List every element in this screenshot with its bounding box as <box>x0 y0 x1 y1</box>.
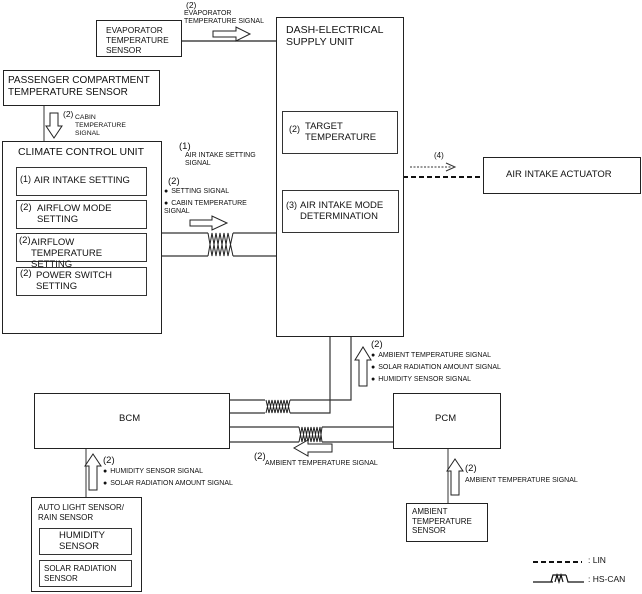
legend-hscan-symbol <box>533 572 584 585</box>
alight-signal-num: (2) <box>103 455 115 466</box>
legend-hscan-label: : HS-CAN <box>588 574 626 584</box>
evap-signal-arrow <box>212 26 252 42</box>
ambient-signal-arrow <box>446 458 464 496</box>
dash-bcm-wire-a <box>230 336 352 401</box>
dash-title: DASH-ELECTRICAL SUPPLY UNIT <box>286 24 384 49</box>
pcm-bcm-signal-num: (2) <box>254 451 266 462</box>
dash-bcm-bullet-ambient: AMBIENT TEMPERATURE SIGNAL <box>371 352 491 360</box>
humidity-sensor: HUMIDITY SENSOR <box>39 528 132 555</box>
bcm: BCM <box>34 393 230 449</box>
alight-signal-arrow <box>84 453 102 491</box>
dash-bcm-wire-b <box>230 336 331 414</box>
cabin-signal-arrow <box>45 112 63 139</box>
pcm-label: PCM <box>435 413 457 424</box>
cabin-signal-num: (2) <box>63 109 74 119</box>
dash-bcm-twist <box>265 399 291 414</box>
ccu-item-airflow-temperature: (2) AIRFLOW TEMPERATURE SETTING <box>16 233 147 270</box>
ccu-signal-bullet-setting: SETTING SIGNAL <box>164 188 229 196</box>
dash-bcm-signal-arrow <box>354 346 372 387</box>
ccu-dash-twist <box>207 232 234 257</box>
cabin-signal-label: CABIN TEMPERATURE SIGNAL <box>75 114 126 138</box>
dash-item-air-intake-mode: (3) AIR INTAKE MODE DETERMINATION <box>282 190 399 233</box>
ccu-item-air-intake: (1) AIR INTAKE SETTING <box>16 167 147 196</box>
ambient-signal-label: AMBIENT TEMPERATURE SIGNAL <box>465 477 578 484</box>
dash-bcm-bullet-humidity: HUMIDITY SENSOR SIGNAL <box>371 376 471 384</box>
alight-bullet-solar: SOLAR RADIATION AMOUNT SIGNAL <box>103 480 233 488</box>
evap-signal-num: (2) <box>186 0 197 10</box>
dash-item-target-temperature: (2) TARGET TEMPERATURE <box>282 111 398 154</box>
ccu-signal-label-1: AIR INTAKE SETTING SIGNAL <box>185 152 256 168</box>
actuator-label: AIR INTAKE ACTUATOR <box>506 169 612 180</box>
dash-bcm-bullet-solar: SOLAR RADIATION AMOUNT SIGNAL <box>371 364 501 372</box>
legend-lin-label: : LIN <box>588 555 606 565</box>
bcm-label: BCM <box>119 413 141 424</box>
dash-bcm-signal-num: (2) <box>371 339 383 350</box>
ambient-signal-num: (2) <box>465 463 477 474</box>
ccu-title: CLIMATE CONTROL UNIT <box>18 146 145 158</box>
bcm-pcm-twist <box>298 426 323 443</box>
pcm: PCM <box>393 393 501 449</box>
solar-radiation-sensor: SOLAR RADIATION SENSOR <box>39 560 132 587</box>
dash-electrical-supply-unit: DASH-ELECTRICAL SUPPLY UNIT <box>276 17 404 337</box>
alight-bullet-humidity: HUMIDITY SENSOR SIGNAL <box>103 468 203 476</box>
actuator-signal-num: (4) <box>434 151 444 160</box>
auto-light-label: AUTO LIGHT SENSOR/ RAIN SENSOR <box>38 503 124 522</box>
evaporator-sensor-label: EVAPORATOR TEMPERATURE SENSOR <box>106 25 169 56</box>
ccu-item-airflow-mode: (2) AIRFLOW MODE SETTING <box>16 200 147 229</box>
passenger-compartment-temperature-sensor: PASSENGER COMPARTMENT TEMPERATURE SENSOR <box>3 70 160 106</box>
ccu-signal-num-1: (1) <box>179 141 191 152</box>
ambient-temperature-sensor: AMBIENT TEMPERATURE SENSOR <box>406 503 488 542</box>
evap-signal-label: EVAPORATOR TEMPERATURE SIGNAL <box>184 10 264 26</box>
air-intake-actuator: AIR INTAKE ACTUATOR <box>483 157 641 194</box>
ccu-item-power-switch: (2) POWER SWITCH SETTING <box>16 267 147 296</box>
passenger-sensor-label: PASSENGER COMPARTMENT TEMPERATURE SENSOR <box>8 75 150 98</box>
ccu-signal-bullet-cabin: CABIN TEMPERATURE SIGNAL <box>164 200 247 217</box>
pcm-bcm-signal-arrow <box>292 439 333 457</box>
pcm-bcm-signal-label: AMBIENT TEMPERATURE SIGNAL <box>265 460 378 467</box>
ambient-sensor-label: AMBIENT TEMPERATURE SENSOR <box>412 507 472 536</box>
ccu-signal-arrow <box>189 215 229 231</box>
ccu-signal-num-2: (2) <box>168 176 180 187</box>
evaporator-temperature-sensor: EVAPORATOR TEMPERATURE SENSOR <box>96 20 182 57</box>
